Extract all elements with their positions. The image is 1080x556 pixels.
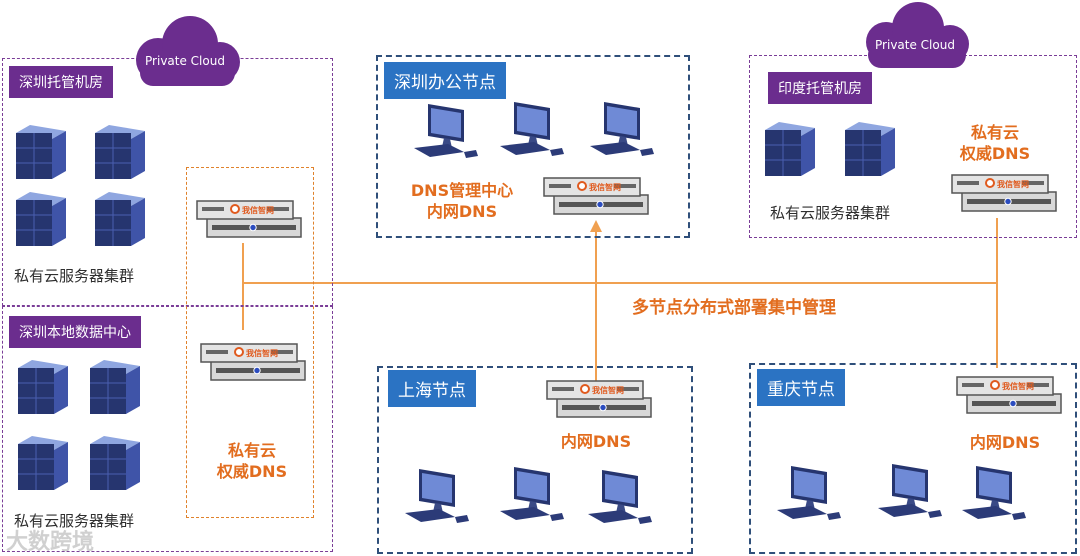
zone-tag-india-hosting: 印度托管机房 [768,72,872,104]
device-brand-label: 我信智网 [589,182,621,192]
center-caption: 多节点分布式部署集中管理 [632,298,836,318]
dns-appliance-icon: 我信智网 [956,376,1062,414]
server-rack-icon [845,122,895,176]
dns-appliance-icon: 我信智网 [951,174,1057,212]
desktop-computer-icon [405,469,469,523]
dns-mgmt-line1: DNS管理中心 [410,181,514,200]
zone-shenzhen-local-dc [2,306,333,552]
desktop-computer-icon [414,104,478,158]
device-brand-label: 我信智网 [242,205,274,215]
dns-mgmt-line2: 内网DNS [426,202,498,221]
desktop-computer-icon [500,102,564,156]
dns-appliance-icon: 我信智网 [196,200,302,238]
server-cluster-label: 私有云服务器集群 [770,204,891,222]
cloud-label: Private Cloud [875,38,955,52]
cloud-icon [136,16,240,86]
internal-dns-label-shanghai: 内网DNS [560,432,632,451]
device-brand-label: 我信智网 [997,179,1029,189]
device-brand-label: 我信智网 [1002,381,1034,391]
zone-tag-chongqing: 重庆节点 [757,369,845,406]
server-rack-icon [16,125,66,179]
cloud-icon [866,2,969,68]
private-cloud-left: Private Cloud [120,12,250,92]
zone-shenzhen-office [376,55,690,238]
auth-dns-label-left: 私有云 权威DNS [212,440,292,482]
server-rack-icon [16,192,66,246]
server-cluster-label: 私有云服务器集群 [14,267,135,285]
auth-dns-line2: 权威DNS [216,462,288,481]
internal-dns-label-chongqing: 内网DNS [969,433,1041,452]
server-rack-icon [18,436,68,490]
server-rack-icon [90,360,140,414]
device-brand-label: 我信智网 [246,348,278,358]
auth-dns-line1: 私有云 [227,441,276,460]
desktop-computer-icon [777,466,841,520]
watermark: 大数跨境 [6,530,95,555]
auth-dns-line2: 权威DNS [959,144,1031,163]
private-cloud-right: Private Cloud [850,0,980,72]
auth-dns-label-right: 私有云 权威DNS [955,122,1035,164]
zone-tag-shanghai: 上海节点 [388,370,476,407]
zone-tag-shenzhen-local-dc: 深圳本地数据中心 [9,316,141,348]
server-rack-icon [18,360,68,414]
server-rack-icon [95,125,145,179]
zone-auth-dns-group [186,167,314,518]
server-rack-icon [765,122,815,176]
server-cluster-label: 私有云服务器集群 [14,512,135,530]
zone-tag-shenzhen-hosting: 深圳托管机房 [9,66,113,98]
desktop-computer-icon [590,102,654,156]
desktop-computer-icon [500,467,564,521]
server-rack-icon [95,192,145,246]
server-rack-icon [90,436,140,490]
desktop-computer-icon [588,470,652,524]
cloud-label: Private Cloud [145,54,225,68]
dns-appliance-icon: 我信智网 [546,380,652,418]
zone-shanghai [377,366,693,554]
zone-chongqing [749,363,1077,554]
zone-tag-shenzhen-office: 深圳办公节点 [384,62,506,99]
dns-mgmt-label: DNS管理中心 内网DNS [402,180,522,222]
desktop-computer-icon [962,466,1026,520]
auth-dns-line1: 私有云 [970,123,1019,142]
device-brand-label: 我信智网 [592,385,624,395]
desktop-computer-icon [878,464,942,518]
dns-appliance-icon: 我信智网 [200,343,306,381]
dns-appliance-icon: 我信智网 [543,177,649,215]
